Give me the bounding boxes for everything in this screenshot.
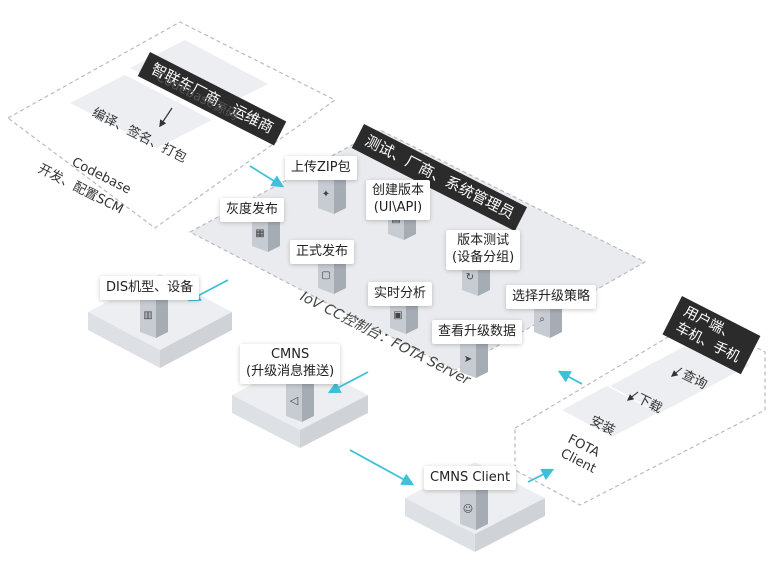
cursor-icon: ➤ <box>464 354 472 365</box>
tag-cmns-client: CMNS Client <box>424 466 517 490</box>
build-step-box <box>70 75 212 148</box>
tag-version-test: 版本测试 (设备分组) <box>446 230 521 270</box>
tag-upload-zip: 上传ZIP包 <box>285 156 357 180</box>
upload-icon: ✦ <box>322 189 330 200</box>
user-icon: ☺ <box>463 504 473 515</box>
arrow-vendor-to-console <box>249 165 285 188</box>
tag-select-strategy: 选择升级策略 <box>506 285 597 309</box>
package-icon: ▦ <box>255 228 264 239</box>
user-panel <box>514 317 766 506</box>
device-icon: ▥ <box>143 310 152 321</box>
release-icon: ▢ <box>321 270 330 281</box>
arrow-console-to-cmns <box>327 371 369 394</box>
tag-create-version: 创建版本 (UI\API) <box>366 180 431 220</box>
refresh-icon: ↻ <box>466 272 474 283</box>
build-arrow <box>159 107 173 128</box>
tag-formal-release: 正式发布 <box>290 240 355 264</box>
tag-dis: DIS机型、设备 <box>100 276 200 300</box>
tag-realtime-analysis: 实时分析 <box>368 282 433 306</box>
send-icon: ◁ <box>290 394 299 407</box>
tag-cmns: CMNS (升级消息推送) <box>240 344 341 384</box>
query-box <box>655 338 750 389</box>
download-box <box>610 362 705 413</box>
strategy-icon: ⌕ <box>539 314 545 325</box>
install-box <box>562 386 657 437</box>
arrow-user-to-console <box>557 370 583 385</box>
query-to-download-arrow <box>670 367 683 377</box>
tag-view-data: 查看升级数据 <box>432 320 523 344</box>
analysis-icon: ▣ <box>393 310 402 321</box>
arrow-cmns-to-client <box>349 449 415 486</box>
tag-gray-release: 灰度发布 <box>220 198 285 222</box>
arrow-client-to-user <box>527 468 555 483</box>
download-to-install-arrow <box>626 391 639 401</box>
